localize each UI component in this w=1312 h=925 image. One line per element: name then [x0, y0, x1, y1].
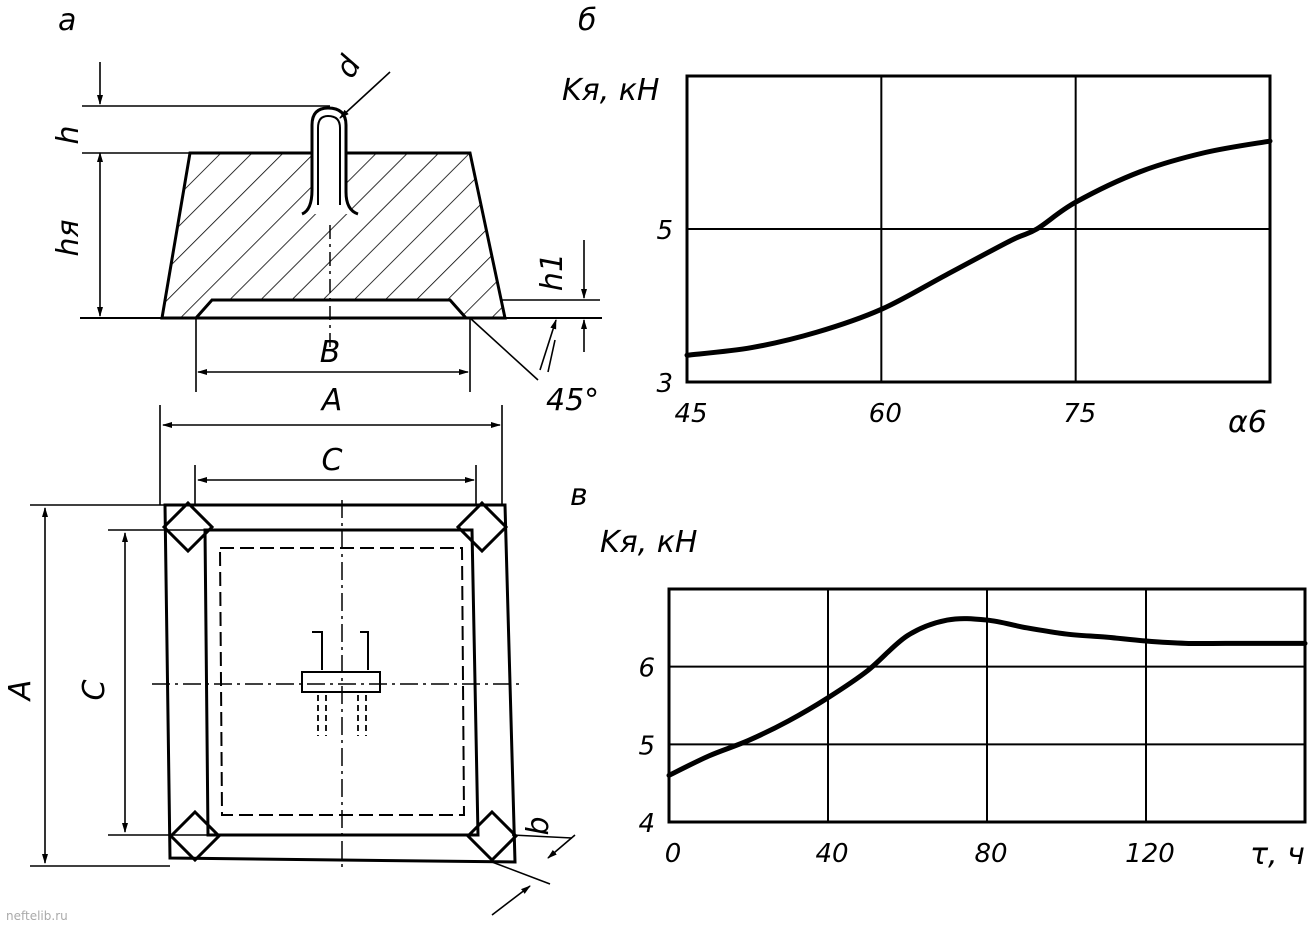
dim-b: b: [521, 816, 556, 835]
chart-b-y-tick-label: 5: [656, 216, 673, 246]
chart-b-x-tick-label: 45: [674, 399, 707, 429]
dim-h1: h1: [535, 253, 570, 291]
chart-c-xlabel: τ, ч: [1250, 837, 1305, 872]
anchor-plan-view: [152, 500, 522, 872]
chart-c-y-tick-label: 4: [638, 809, 655, 839]
dim-A-side: A: [320, 383, 343, 418]
chart-b-y-tick-label: 3: [656, 369, 673, 399]
watermark: neftelib.ru: [6, 909, 68, 923]
panel-label-a: а: [58, 3, 76, 38]
dim-angle: 45°: [546, 383, 599, 418]
panel-label-b: б: [578, 3, 597, 38]
anchor-side-view: [80, 106, 602, 348]
chart-b: б Kя, кН α6 45 60 75 3 5: [562, 3, 1273, 440]
chart-c-ylabel: Kя, кН: [600, 525, 697, 560]
panel-label-c: в: [570, 478, 588, 513]
dim-d: d: [329, 49, 369, 84]
chart-c-y-tick-label: 6: [638, 654, 655, 684]
side-dimensions: [82, 62, 600, 392]
chart-b-x-tick-label: 60: [869, 399, 902, 429]
chart-c-x-tick-label: 0: [665, 839, 682, 869]
chart-c-x-tick-label: 80: [974, 839, 1007, 869]
chart-c-x-tick-label: 120: [1125, 839, 1175, 869]
dim-C-top: C: [322, 443, 343, 478]
chart-b-x-tick-label: 75: [1063, 399, 1096, 429]
chart-b-ylabel: Kя, кН: [562, 73, 659, 108]
dim-C-left: C: [77, 679, 112, 700]
dim-B: B: [320, 335, 341, 370]
chart-b-xlabel: α6: [1228, 405, 1267, 440]
dim-h: h: [51, 125, 86, 144]
plan-dimensions: [30, 405, 576, 916]
chart-c-y-tick-label: 5: [638, 731, 655, 761]
chart-b-series-line: [684, 138, 1273, 358]
chart-c-series-line: [666, 616, 1308, 778]
chart-c: в Kя, кН τ, ч 0 40 80 120 4 5 6: [570, 478, 1308, 872]
chart-c-x-tick-label: 40: [815, 839, 848, 869]
dim-h-ya: hя: [51, 219, 86, 256]
anchor-drawing: [30, 62, 602, 916]
dim-A-left: A: [3, 680, 38, 703]
